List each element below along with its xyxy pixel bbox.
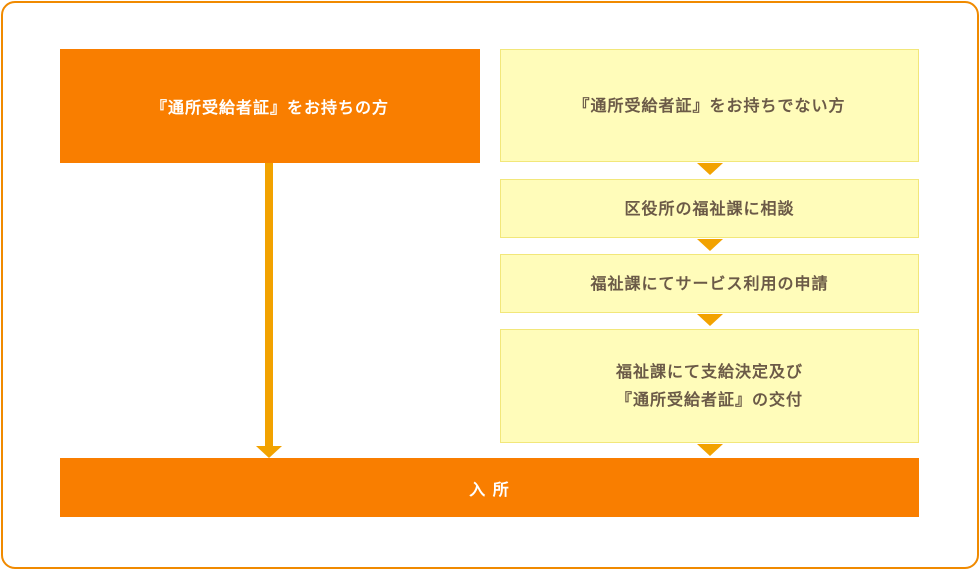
step-arrow-4-icon [697, 444, 723, 456]
admission-box: 入 所 [60, 458, 919, 517]
step-decision-box: 福祉課にて支給決定及び 『通所受給者証』の交付 [500, 329, 919, 443]
step-consult-label: 区役所の福祉課に相談 [624, 198, 795, 218]
has-certificate-box: 『通所受給者証』をお持ちの方 [60, 49, 480, 163]
step-arrow-2-icon [697, 239, 723, 251]
step-decision-line2: 『通所受給者証』の交付 [615, 390, 803, 409]
step-arrow-3-icon [697, 314, 723, 326]
left-arrow-shaft [265, 163, 273, 446]
no-certificate-label: 『通所受給者証』をお持ちでない方 [573, 95, 846, 115]
left-arrow-head-icon [256, 446, 282, 458]
step-arrow-1-icon [697, 163, 723, 175]
has-certificate-label: 『通所受給者証』をお持ちの方 [150, 98, 389, 117]
no-certificate-box: 『通所受給者証』をお持ちでない方 [500, 49, 919, 162]
admission-label: 入 所 [469, 479, 510, 499]
step-decision-line1: 福祉課にて支給決定及び [615, 362, 803, 381]
step-apply-box: 福祉課にてサービス利用の申請 [500, 254, 919, 313]
step-consult-box: 区役所の福祉課に相談 [500, 179, 919, 238]
step-apply-label: 福祉課にてサービス利用の申請 [590, 273, 829, 293]
